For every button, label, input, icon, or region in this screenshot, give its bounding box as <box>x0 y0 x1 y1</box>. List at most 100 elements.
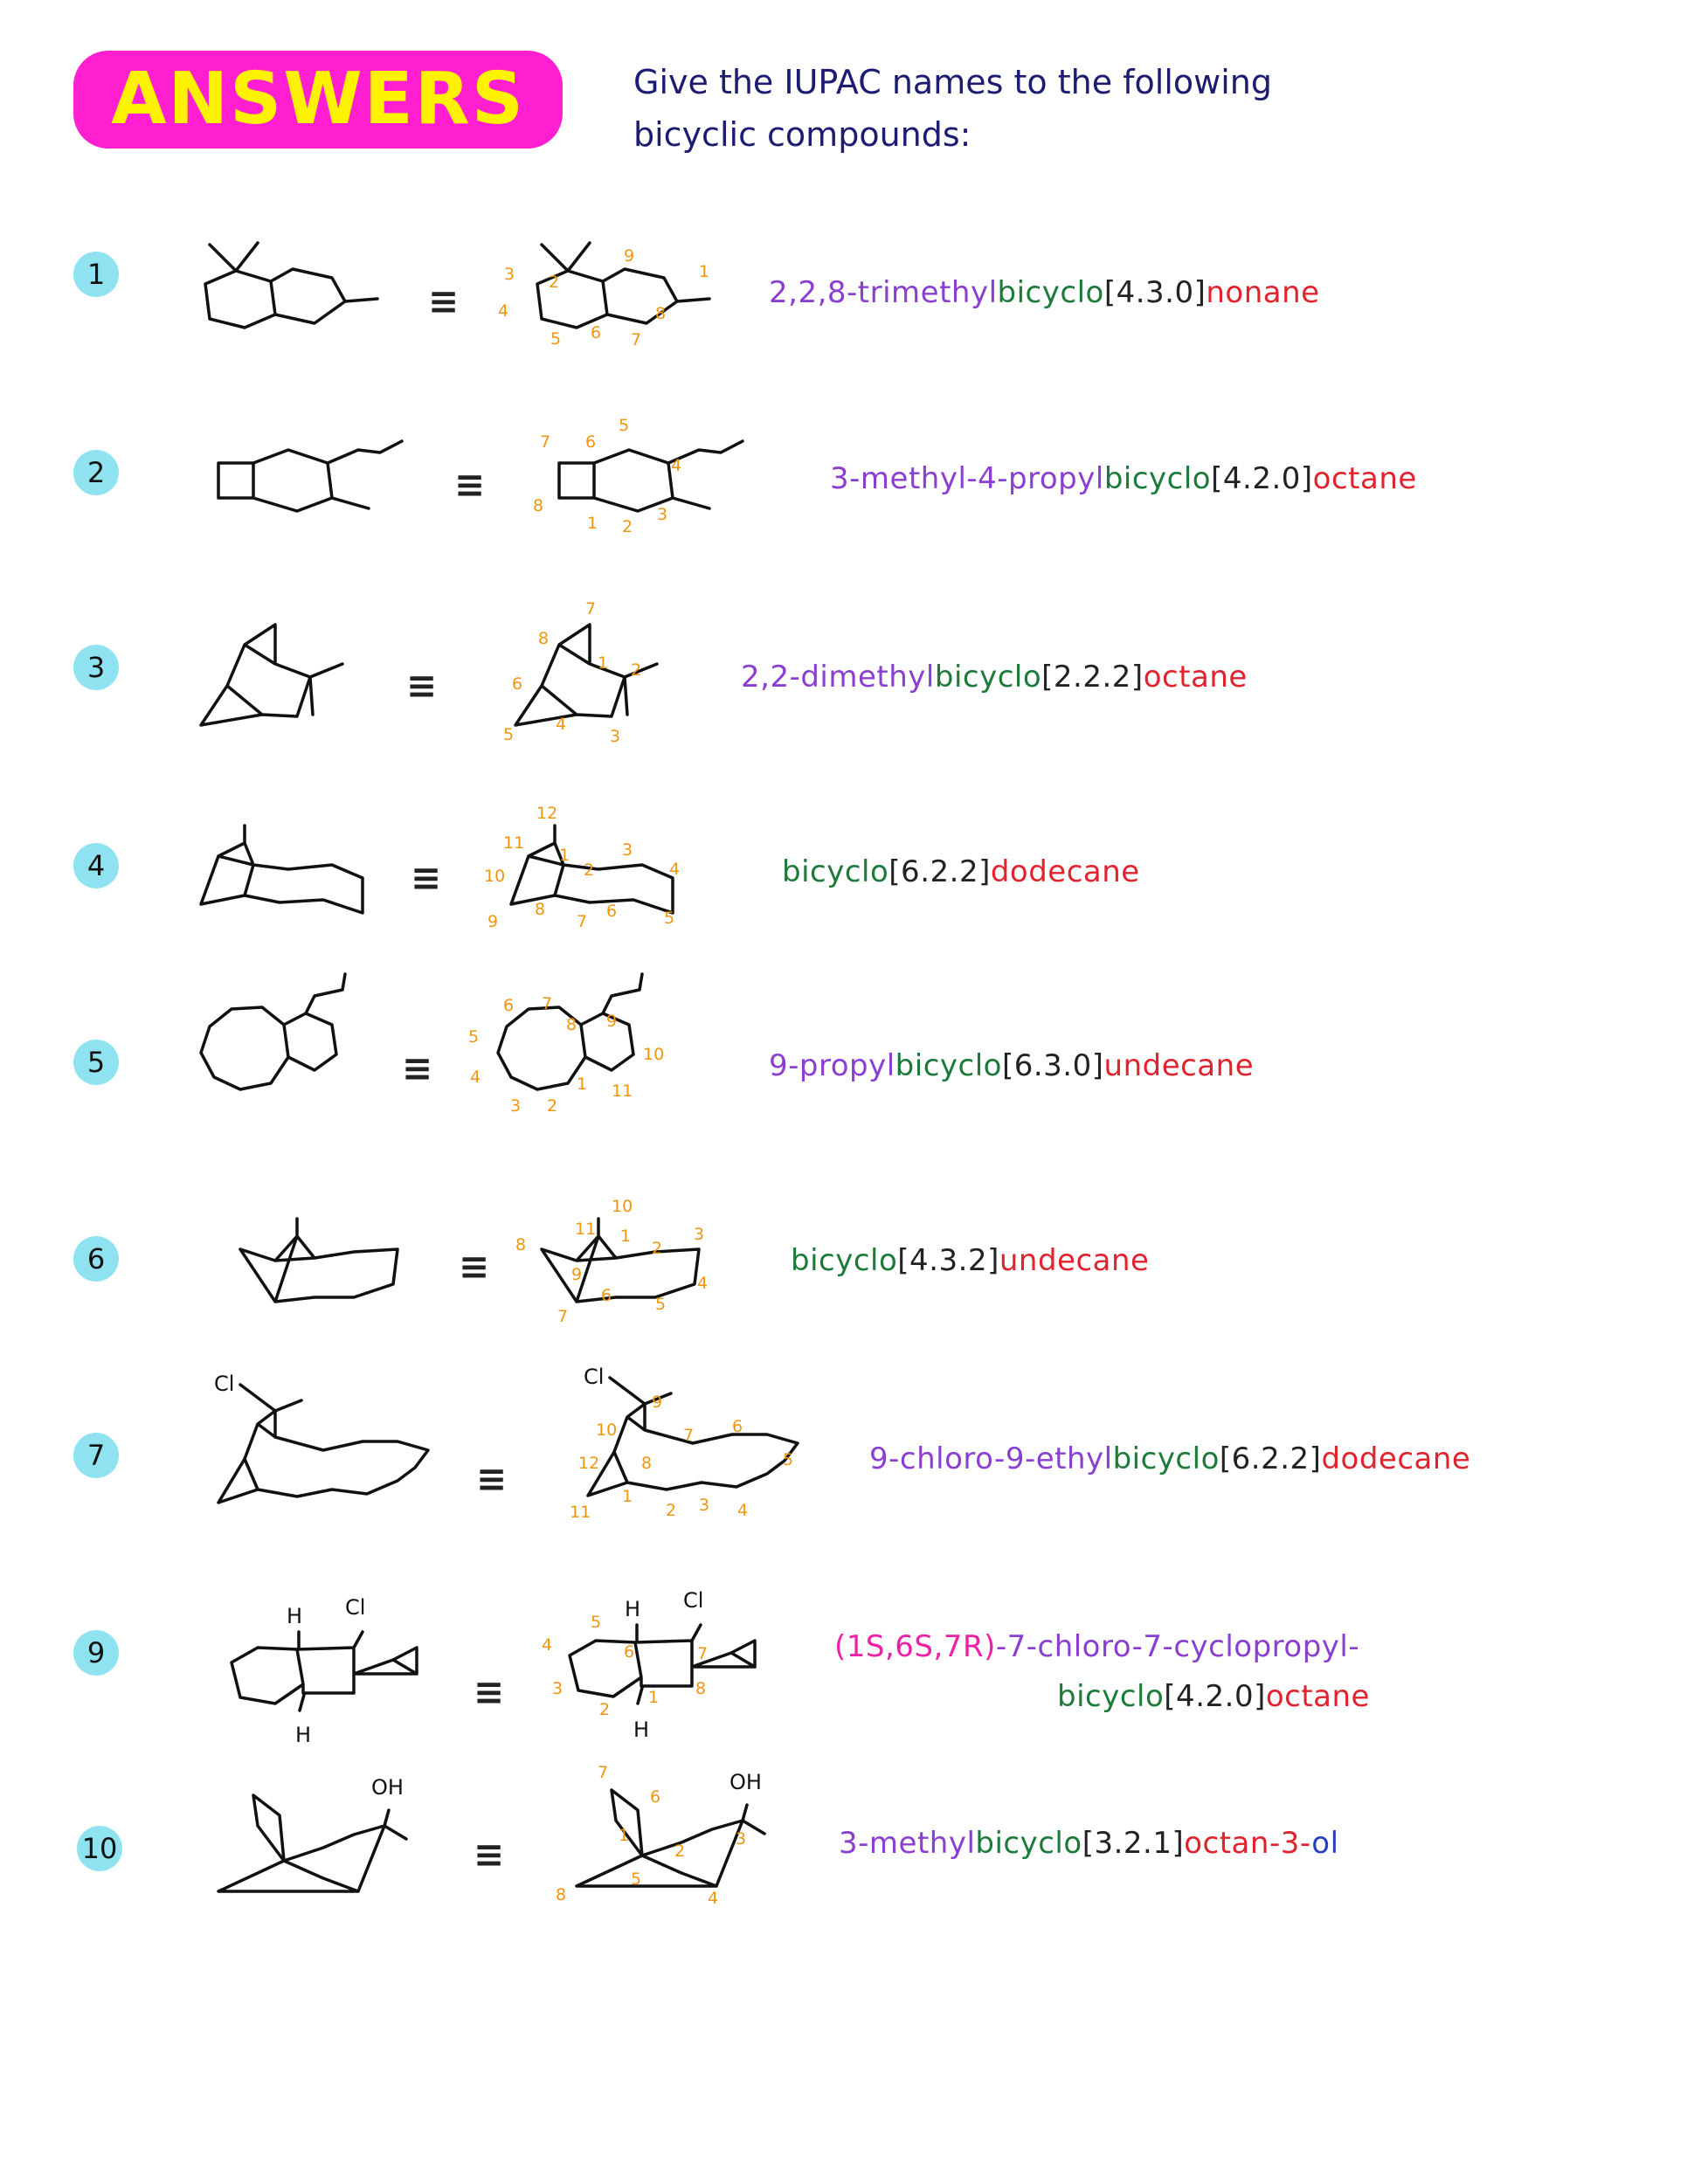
atom-number: 8 <box>655 304 667 323</box>
atom-number: 10 <box>643 1045 665 1064</box>
atom-number: 5 <box>655 1295 667 1314</box>
atom-number: 9 <box>624 246 635 266</box>
atom-number: 7 <box>631 330 642 349</box>
atom-number: 8 <box>566 1015 577 1034</box>
atom-number: 4 <box>669 860 681 879</box>
equivalent-sign: ≡ <box>428 280 460 322</box>
answer-9-line-2: bicyclo[4.2.0]octane <box>1057 1679 1370 1714</box>
answer-prefix: bicyclo <box>895 1048 1002 1083</box>
problem-number: 1 <box>73 252 119 297</box>
answer-parent: nonane <box>1206 275 1320 310</box>
atom-number: 1 <box>598 653 609 673</box>
structure-1-numbered <box>536 241 711 329</box>
atom-number: 2 <box>584 860 595 880</box>
atom-number: 7 <box>577 912 588 931</box>
atom-number: 3 <box>622 840 633 860</box>
instructions: Give the IUPAC names to the following bi… <box>633 56 1420 161</box>
answer-suffix: ol <box>1311 1826 1339 1861</box>
answer-7: 9-chloro-9-ethylbicyclo[6.2.2]dodecane <box>869 1441 1470 1476</box>
atom-number: 5 <box>550 329 562 349</box>
answer-parent: octane <box>1143 660 1248 695</box>
structure-10-numbered <box>575 1788 766 1888</box>
answer-prefix: bicyclo <box>934 660 1042 695</box>
atom-number: 12 <box>578 1454 600 1473</box>
atom-number: 8 <box>556 1885 567 1904</box>
problem-number: 2 <box>73 450 119 495</box>
atom-number: 4 <box>542 1635 553 1655</box>
hydrogen-atom: H <box>633 1717 650 1742</box>
atom-number: 7 <box>697 1644 709 1663</box>
answer-prefix: bicyclo <box>782 854 889 889</box>
answer-substituents: 9-propyl <box>769 1048 895 1083</box>
chlorine-atom: Cl <box>683 1588 704 1613</box>
answer-2: 3-methyl-4-propylbicyclo[4.2.0]octane <box>830 461 1417 496</box>
atom-number: 6 <box>585 432 597 452</box>
answer-parent: octane <box>1312 461 1417 496</box>
atom-number: 6 <box>512 674 523 694</box>
atom-number: 6 <box>732 1417 743 1436</box>
atom-number: 7 <box>683 1426 695 1445</box>
atom-number: 11 <box>570 1503 591 1522</box>
problem-number: 9 <box>73 1630 119 1676</box>
atom-number: 4 <box>498 301 509 321</box>
atom-number: 2 <box>599 1700 611 1719</box>
atom-number: 3 <box>610 727 621 746</box>
structure-6 <box>239 1217 399 1303</box>
atom-number: 7 <box>557 1307 569 1326</box>
atom-number: 3 <box>699 1496 710 1515</box>
answer-prefix: bicyclo <box>975 1826 1082 1861</box>
answer-9-line-1: (1S,6S,7R)-7-chloro-7-cyclopropyl- <box>834 1629 1359 1664</box>
answer-substituents: 2,2,8-trimethyl <box>769 275 998 310</box>
answer-5: 9-propylbicyclo[6.3.0]undecane <box>769 1048 1254 1083</box>
structure-3 <box>199 623 344 727</box>
hydroxyl-group: OH <box>371 1775 404 1800</box>
atom-number: 1 <box>699 262 710 281</box>
equivalent-sign: ≡ <box>476 1457 508 1500</box>
atom-number: 2 <box>631 660 642 680</box>
problem-number: 3 <box>73 645 119 690</box>
answer-parent: dodecane <box>990 854 1140 889</box>
equivalent-sign: ≡ <box>474 1833 505 1876</box>
atom-number: 2 <box>666 1501 677 1520</box>
answer-parent: undecane <box>999 1243 1150 1278</box>
atom-number: 5 <box>664 909 675 928</box>
atom-number: 2 <box>622 517 633 536</box>
equivalent-sign: ≡ <box>406 664 438 707</box>
answer-substituents: 2,2-dimethyl <box>741 660 935 695</box>
answer-1: 2,2,8-trimethylbicyclo[4.3.0]nonane <box>769 275 1320 310</box>
atom-number: 5 <box>591 1613 602 1632</box>
atom-number: 3 <box>694 1225 705 1244</box>
structure-5 <box>199 972 347 1091</box>
atom-number: 5 <box>631 1870 642 1889</box>
answer-brackets: [4.3.0] <box>1103 275 1206 310</box>
atom-number: 9 <box>487 912 499 931</box>
hydrogen-atom: H <box>295 1723 312 1747</box>
structure-1 <box>204 241 379 329</box>
answer-brackets: [3.2.1] <box>1082 1826 1185 1861</box>
structure-4-numbered <box>509 824 674 915</box>
atom-number: 10 <box>484 867 506 886</box>
atom-number: 5 <box>783 1450 794 1469</box>
structure-10 <box>217 1794 408 1893</box>
structure-9-numbered <box>568 1623 757 1705</box>
atom-number: 4 <box>697 1274 709 1293</box>
answer-brackets: [4.3.2] <box>897 1243 999 1278</box>
answer-brackets: [2.2.2] <box>1041 660 1144 695</box>
answer-6: bicyclo[4.3.2]undecane <box>791 1243 1149 1278</box>
atom-number: 8 <box>538 629 550 648</box>
equivalent-sign: ≡ <box>402 1047 433 1089</box>
atom-number: 4 <box>556 715 567 734</box>
atom-number: 3 <box>504 265 515 284</box>
structure-7 <box>217 1383 430 1504</box>
atom-number: 5 <box>619 416 630 435</box>
equivalent-sign: ≡ <box>474 1670 505 1713</box>
atom-number: 9 <box>606 1012 618 1031</box>
atom-number: 12 <box>536 804 558 823</box>
answer-prefix: bicyclo <box>1057 1679 1165 1714</box>
atom-number: 9 <box>571 1265 583 1284</box>
atom-number: 6 <box>606 902 618 921</box>
atom-number: 5 <box>503 725 515 744</box>
answer-parent: octane <box>1265 1679 1370 1714</box>
equivalent-sign: ≡ <box>454 463 486 506</box>
atom-number: 4 <box>470 1068 481 1087</box>
